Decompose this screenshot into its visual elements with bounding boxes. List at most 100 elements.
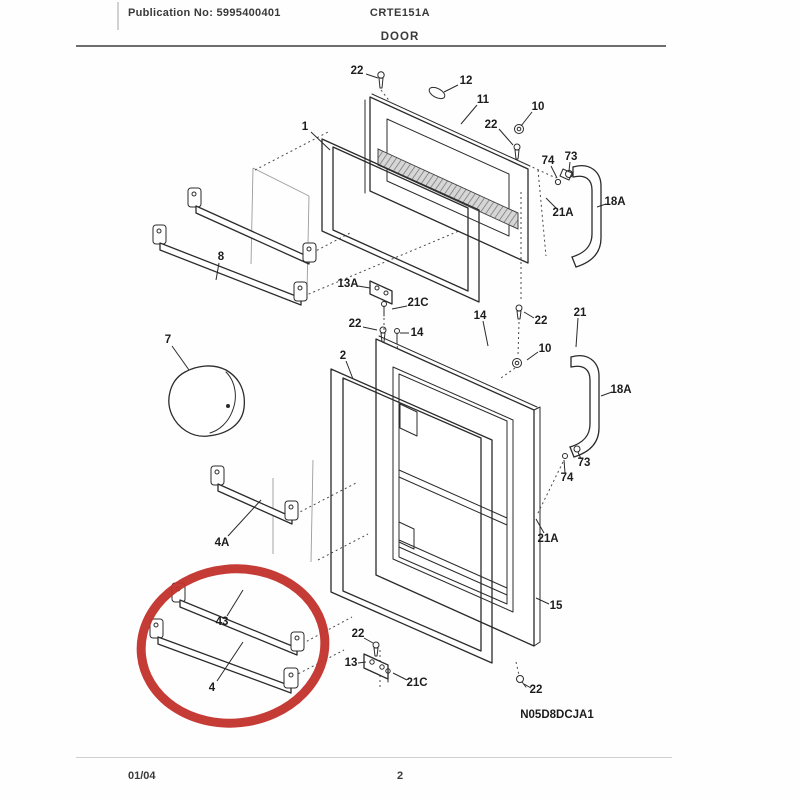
leader-line <box>216 641 244 682</box>
leader-line <box>226 589 244 617</box>
part-label-7: 7 <box>165 334 171 346</box>
footer-date: 01/04 <box>128 770 156 782</box>
hinge-bracket-13 <box>363 653 391 683</box>
part-label-8: 8 <box>218 251 225 263</box>
leader-line <box>345 360 354 380</box>
leader-line <box>575 317 579 348</box>
fresh-food-door-gasket <box>330 368 493 664</box>
part-label-13A: 13A <box>337 278 358 290</box>
part-label-10: 10 <box>539 343 552 355</box>
part-label-73: 73 <box>578 457 591 469</box>
part-label-22: 22 <box>485 119 498 131</box>
leader-line <box>363 637 374 644</box>
screw-22-bottom <box>372 641 381 688</box>
clip-12 <box>428 86 446 100</box>
part-label-21A: 21A <box>552 207 573 219</box>
hinge-73-74-bottom <box>536 445 581 516</box>
leader-line <box>391 305 408 310</box>
leader-line <box>600 391 613 397</box>
part-label-4A: 4A <box>215 537 230 549</box>
footer-divider <box>76 757 672 758</box>
door-shelf-rail-43 <box>171 582 305 656</box>
leader-line <box>443 84 459 93</box>
part-label-21A: 21A <box>537 533 558 545</box>
door-shelf-rail-4 <box>149 618 299 694</box>
screw-22-top <box>377 71 392 104</box>
part-label-21C: 21C <box>407 297 428 309</box>
leader-line <box>550 165 558 179</box>
handle-retainer-21a-top <box>537 169 547 257</box>
fresh-food-door-panel <box>375 335 541 647</box>
leader-line <box>365 73 379 79</box>
part-label-21C: 21C <box>406 677 427 689</box>
footer-page-number: 2 <box>396 770 404 782</box>
part-label-74: 74 <box>561 472 574 484</box>
part-label-4: 4 <box>209 682 216 694</box>
washer-10-mid <box>500 358 522 379</box>
leader-line <box>362 326 378 331</box>
leader-line <box>498 128 514 146</box>
publication-number: Publication No: 5995400401 <box>128 7 281 19</box>
part-label-2: 2 <box>340 350 346 362</box>
leader-line <box>520 111 533 127</box>
part-label-14: 14 <box>411 327 424 339</box>
part-label-11: 11 <box>477 94 490 106</box>
leader-line <box>535 518 545 534</box>
part-label-18A: 18A <box>604 196 625 208</box>
part-label-1: 1 <box>302 121 309 133</box>
leader-line <box>482 320 489 347</box>
door-liner-band <box>377 148 519 230</box>
leader-line <box>545 197 557 209</box>
leader-line <box>535 597 550 605</box>
leader-line <box>227 499 262 537</box>
leader-line <box>357 661 367 664</box>
part-label-14: 14 <box>474 310 487 322</box>
model-number: CRTE151A <box>369 7 431 19</box>
grommet-22-bottom-right <box>515 661 527 688</box>
leader-line <box>215 262 220 281</box>
dairy-compartment-7 <box>168 365 246 437</box>
diagram-id: N05D8DCJA1 <box>520 709 594 721</box>
screw-22-mid-right <box>515 304 523 357</box>
part-label-21: 21 <box>574 307 587 319</box>
washer-10-top <box>514 124 524 134</box>
leader-line <box>310 131 331 151</box>
leader-line <box>171 345 190 371</box>
freezer-door-panel <box>364 93 531 264</box>
part-label-22: 22 <box>351 65 364 77</box>
leader-line <box>568 161 571 172</box>
section-title: DOOR <box>380 31 420 43</box>
highlight-circle <box>136 564 330 728</box>
leader-line <box>526 351 539 361</box>
freezer-door-shelf-rail-1 <box>187 187 317 265</box>
part-label-74: 74 <box>542 155 555 167</box>
leader-line <box>577 451 582 460</box>
hinge-bracket-13a <box>369 280 393 330</box>
part-label-10: 10 <box>532 101 545 113</box>
freezer-door-shelf-rail-2 <box>152 224 308 306</box>
freezer-door-gasket <box>321 138 480 303</box>
part-label-18A: 18A <box>610 384 631 396</box>
part-label-22: 22 <box>535 315 548 327</box>
hinge-pin-14 <box>394 328 402 356</box>
leader-line <box>563 459 566 474</box>
part-label-22: 22 <box>530 684 543 696</box>
leader-line <box>523 311 535 319</box>
door-handle-18a-bottom <box>569 355 600 458</box>
part-label-15: 15 <box>550 600 563 612</box>
door-shelf-rail-4a <box>210 465 299 525</box>
leader-line <box>357 285 371 289</box>
part-label-43: 43 <box>216 616 229 628</box>
part-label-12: 12 <box>460 75 473 87</box>
leader-line <box>596 203 607 208</box>
part-label-73: 73 <box>565 151 578 163</box>
leader-line <box>523 683 532 689</box>
leader-line <box>392 672 408 681</box>
hinge-73-74-top <box>554 168 573 186</box>
door-handle-18a-top <box>571 165 602 268</box>
screw-22-mid <box>379 326 387 343</box>
part-label-22: 22 <box>349 318 362 330</box>
